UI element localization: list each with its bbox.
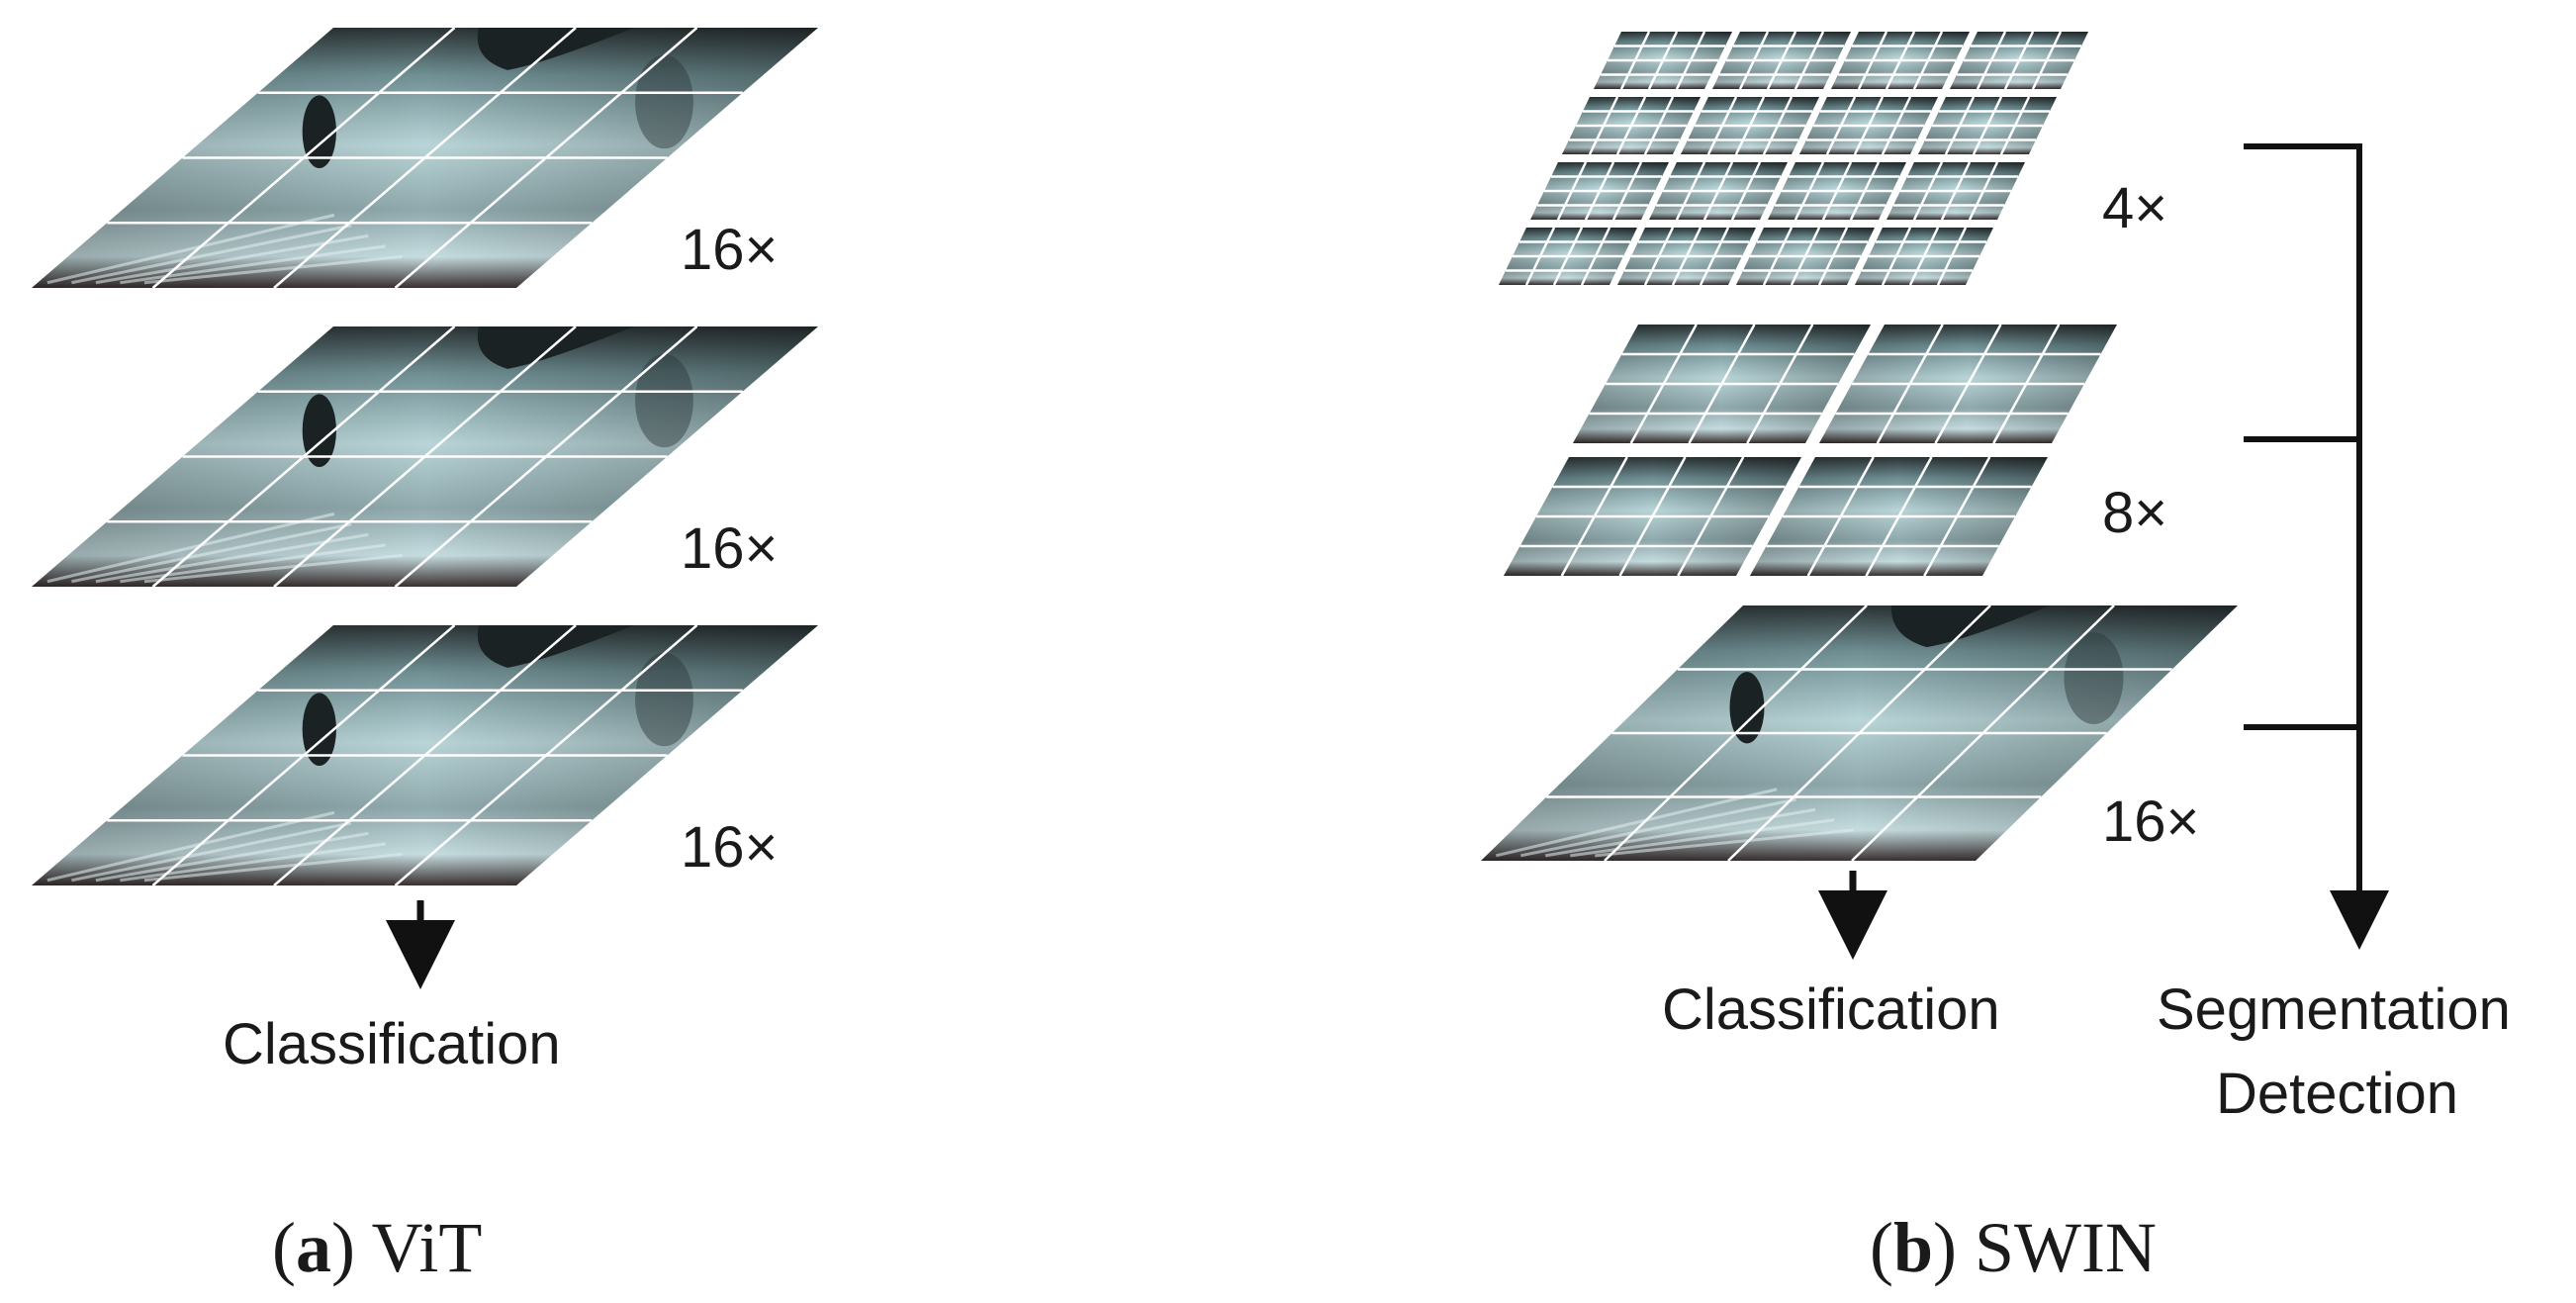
vit-patch-plane-1-streak	[46, 213, 335, 285]
vit-patch-plane-3-streak	[71, 821, 352, 883]
swin-window-8x	[1504, 456, 1801, 577]
swin-plane-16x-dark-region-left	[1729, 672, 1765, 744]
swin-plane-16x	[1481, 605, 2238, 862]
vit-patch-plane-1-streak	[71, 224, 352, 285]
swin-window-4x	[1649, 161, 1788, 221]
swin-window-4x	[1712, 31, 1851, 90]
vit-patch-plane-1-streak	[143, 254, 403, 285]
swin-window-8x	[1573, 324, 1871, 444]
swin-window-4x	[1617, 227, 1756, 286]
swin-window-4x	[1499, 227, 1637, 286]
swin-output-classification: Classification	[1662, 977, 2000, 1042]
swin-window-4x	[1530, 161, 1669, 221]
swin-plane-16x-streak	[1520, 797, 1796, 858]
swin-panel	[1481, 31, 2238, 862]
vit-patch-plane-3-dark-region-left	[302, 693, 336, 767]
swin-plane-8x	[1504, 324, 2117, 577]
swin-output-segmentation: Segmentation	[2157, 977, 2511, 1042]
vit-patch-plane-3-texture-right	[635, 652, 693, 747]
vit-patch-plane-1	[32, 27, 818, 289]
vit-patch-plane-1-dark-region-left	[302, 95, 336, 169]
swin-window-4x	[1831, 31, 1970, 90]
vit-patch-plane-2-streak	[46, 512, 335, 584]
swin-plane-16x-streak	[1545, 807, 1816, 858]
vit-patch-plane-1-streak	[95, 233, 369, 285]
caption-vit: (a) ViT	[272, 1208, 482, 1287]
vit-patch-plane-1-dark-region-top	[477, 28, 634, 70]
vit-patch-plane-3	[32, 624, 818, 886]
vit-mag-label-1: 16×	[681, 218, 778, 282]
swin-window-4x	[1950, 31, 2088, 90]
vit-patch-plane-2-dark-region-left	[302, 394, 336, 468]
swin-mag-label-16x: 16×	[2102, 790, 2199, 854]
vit-patch-plane-2-streak	[143, 553, 403, 584]
caption-swin-letter: b	[1893, 1208, 1933, 1287]
swin-window-4x	[1594, 31, 1732, 90]
vit-patch-plane-3-dark-region-top	[477, 625, 634, 668]
swin-window-4x	[1562, 96, 1701, 155]
caption-vit-letter: a	[296, 1208, 331, 1287]
vit-mag-label-3: 16×	[681, 815, 778, 880]
vit-patch-plane-3-streak	[46, 810, 335, 883]
swin-plane-16x-streak	[1595, 828, 1854, 858]
vit-patch-plane-2-streak	[95, 532, 369, 584]
vit-patch-plane-3-streak	[143, 852, 403, 883]
swin-mag-label-8x: 8×	[2102, 481, 2167, 545]
swin-plane-4x	[1499, 31, 2088, 286]
swin-plane-16x-texture-right	[2064, 632, 2124, 724]
vit-patch-plane-2-texture-right	[635, 353, 693, 448]
vit-patch-plane-3-streak	[95, 831, 369, 883]
swin-window-4x	[1681, 96, 1819, 155]
vit-panel	[32, 27, 818, 886]
multiscale-bracket	[2244, 143, 2389, 950]
swin-window-4x	[1918, 96, 2057, 155]
vit-patch-plane-1-texture-right	[635, 54, 693, 149]
vit-mag-label-2: 16×	[681, 516, 778, 581]
caption-vit-text: ViT	[355, 1208, 482, 1287]
swin-window-4x	[1886, 161, 2025, 221]
caption-swin: (b) SWIN	[1870, 1208, 2157, 1287]
vit-patch-plane-2-streak	[71, 522, 352, 584]
swin-window-4x	[1855, 227, 1993, 286]
vit-patch-plane-2	[32, 326, 818, 588]
swin-window-4x	[1768, 161, 1906, 221]
swin-plane-16x-streak	[1495, 788, 1778, 858]
swin-output-detection: Detection	[2216, 1062, 2458, 1126]
vit-output-label: Classification	[223, 1012, 561, 1076]
vit-patch-plane-2-dark-region-top	[477, 326, 634, 369]
swin-window-8x	[1819, 324, 2117, 444]
swin-mag-label-4x: 4×	[2102, 176, 2167, 240]
swin-window-4x	[1736, 227, 1875, 286]
swin-window-8x	[1750, 456, 2048, 577]
swin-window-4x	[1799, 96, 1938, 155]
caption-swin-text: SWIN	[1957, 1208, 2157, 1287]
